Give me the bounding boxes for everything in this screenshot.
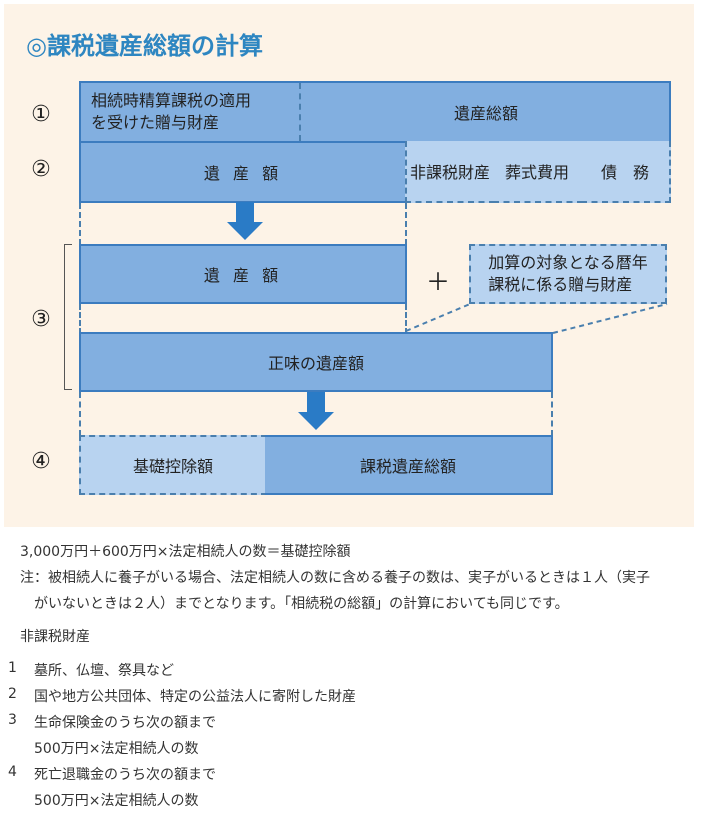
settlement-gift-line-2: を受けた贈与財産	[91, 113, 220, 132]
guide-line	[79, 203, 81, 245]
item-2-number: 2	[8, 686, 17, 702]
non-taxable-heading: 非課税財産	[20, 629, 90, 645]
net-estate-box: 正味の遺産額	[79, 332, 553, 392]
added-gift-line-1: 加算の対象となる暦年	[488, 253, 648, 272]
non-taxable-property-box: 非課税財産	[405, 141, 495, 203]
item-4-number: 4	[8, 764, 17, 780]
debts-box: 債 務	[581, 141, 671, 203]
down-arrow-icon	[298, 392, 334, 430]
funeral-costs-box: 葬式費用	[493, 141, 583, 203]
down-arrow-icon	[227, 202, 263, 240]
item-2-text: 国や地方公共団体、特定の公益法人に寄附した財産	[34, 689, 356, 705]
note-line-2: がいないときは２人）までとなります。「相続税の総額」の計算においても同じです。	[34, 596, 569, 612]
added-gift-line-2: 課税に係る贈与財産	[488, 275, 633, 294]
guide-line	[79, 304, 81, 334]
total-estate-label: 遺産総額	[453, 104, 518, 123]
step-2-number: ②	[31, 157, 51, 182]
plus-icon: ＋	[426, 268, 450, 296]
item-3-text: 生命保険金のうち次の額まで	[34, 715, 216, 731]
settlement-gift-property: 相続時精算課税の適用 を受けた贈与財産	[81, 83, 301, 141]
guide-line	[405, 203, 407, 245]
basic-deduction-box: 基礎控除額	[79, 435, 267, 495]
item-1-number: 1	[8, 660, 17, 676]
item-3-sub: 500万円×法定相続人の数	[34, 741, 199, 757]
settlement-gift-line-1: 相続時精算課税の適用	[91, 91, 252, 110]
estate-amount-box-step3: 遺 産 額	[79, 244, 407, 304]
note-line-1: 注：被相続人に養子がいる場合、法定相続人の数に含める養子の数は、実子がいるときは…	[20, 570, 650, 586]
item-1-text: 墓所、仏壇、祭具など	[34, 663, 174, 679]
guide-line	[405, 304, 407, 334]
added-gift-property-box: 加算の対象となる暦年 課税に係る贈与財産	[469, 244, 667, 304]
step-3-number: ③	[31, 307, 51, 332]
item-4-sub: 500万円×法定相続人の数	[34, 793, 199, 809]
diagram-title: ◎課税遺産総額の計算	[26, 32, 263, 60]
item-3-number: 3	[8, 712, 17, 728]
estate-amount-box: 遺 産 額	[79, 141, 407, 203]
guide-line	[551, 392, 553, 436]
step-1-number: ①	[31, 102, 51, 127]
item-4-text: 死亡退職金のうち次の額まで	[34, 767, 216, 783]
step-4-number: ④	[31, 449, 51, 474]
taxable-estate-total-box: 課税遺産総額	[265, 435, 553, 495]
guide-line	[79, 392, 81, 436]
step-3-bracket	[64, 244, 72, 390]
basic-deduction-formula: 3,000万円＋600万円×法定相続人の数＝基礎控除額	[20, 544, 351, 560]
